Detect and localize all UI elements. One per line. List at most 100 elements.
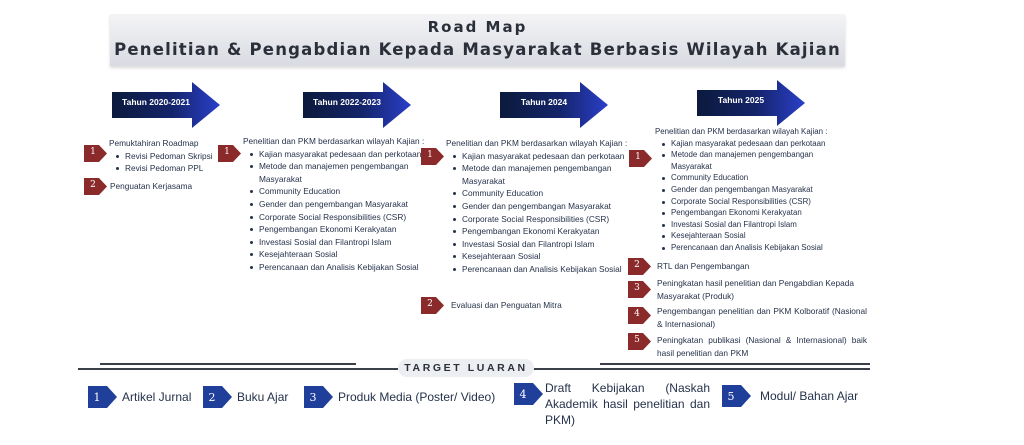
badge-red-3: 3 — [628, 281, 652, 298]
list-item: Perencanaan dan Analisis Kebijakan Sosia… — [250, 261, 428, 274]
pentagon-arrow-icon — [84, 178, 107, 195]
output-badge-2: 2 — [203, 386, 233, 408]
badge-red-2: 2 — [628, 258, 652, 275]
pentagon-arrow-icon: 1 — [88, 386, 117, 408]
badge-red-2: 2 — [421, 297, 445, 314]
pentagon-arrow-icon — [629, 150, 652, 167]
column-extra: RTL dan Pengembangan — [657, 261, 750, 271]
divider-right — [600, 363, 870, 365]
title-banner — [110, 14, 845, 66]
pentagon-arrow-icon — [421, 297, 444, 314]
badge-red-1: 1 — [421, 148, 445, 165]
divider-left — [100, 363, 356, 365]
pentagon-arrow-icon — [628, 281, 651, 298]
column-extra: Penguatan Kerjasama — [110, 181, 193, 191]
year-label: Tahun 2025 — [717, 95, 765, 105]
list-item: Gender dan pengembangan Masyarakat — [453, 200, 636, 213]
list-item: Corporate Social Responsibilities (CSR) — [250, 211, 428, 224]
pentagon-arrow-icon — [84, 145, 107, 162]
svg-text:4: 4 — [520, 388, 527, 401]
output-badge-5: 5 — [722, 385, 752, 407]
year-label: Tahun 2024 — [520, 97, 568, 107]
page-subtitle: Penelitian & Pengabdian Kepada Masyaraka… — [114, 40, 841, 59]
divider-left-2 — [78, 368, 398, 370]
list-item: Perencanaan dan Analisis Kebijakan Sosia… — [662, 242, 855, 254]
pentagon-arrow-icon: 2 — [203, 386, 232, 408]
column-intro: Penelitian dan PKM berdasarkan wilayah K… — [655, 127, 828, 136]
list-item: Kesejahteraan Sosial — [662, 230, 855, 242]
pentagon-arrow-icon — [628, 333, 651, 350]
list-item: Revisi Pedoman PPL — [116, 162, 229, 175]
arrow-right-icon — [112, 82, 220, 128]
badge-red-4: 4 — [628, 307, 652, 324]
list-item: Metode dan manajemen pengembangan Masyar… — [250, 160, 428, 185]
target-luaran-label: TARGET LUARAN — [398, 359, 534, 377]
pentagon-arrow-icon — [421, 148, 444, 165]
pentagon-arrow-icon — [628, 258, 651, 275]
list-item: Kajian masyarakat pedesaan dan perkotaan — [453, 150, 636, 163]
year-arrow-1: Tahun 2020-2021 — [112, 82, 224, 128]
column-extra: Pengembangan penelitian dan PKM Kolborat… — [657, 306, 867, 329]
list-item: Kajian masyarakat pedesaan dan perkotaan — [250, 148, 428, 161]
year-label: Tahun 2022-2023 — [313, 97, 381, 107]
year-arrow-4: Tahun 2025 — [697, 80, 809, 126]
list-item: Gender dan pengembangan Masyarakat — [662, 184, 855, 196]
arrow-right-icon — [500, 82, 608, 128]
list-item: Gender dan pengembangan Masyarakat — [250, 198, 428, 211]
pentagon-arrow-icon: 4 — [514, 383, 543, 405]
column-list: Kajian masyarakat pedesaan dan perkotaan… — [446, 150, 636, 276]
svg-text:2: 2 — [209, 391, 216, 404]
list-item: Kesejahteraan Sosial — [250, 248, 428, 261]
list-item: Perencanaan dan Analisis Kebijakan Sosia… — [453, 263, 636, 276]
badge-red-5: 5 — [628, 333, 652, 350]
output-label: Draft Kebijakan (Naskah Akademik hasil p… — [545, 381, 710, 427]
list-item: Community Education — [662, 172, 855, 184]
column-intro: Penelitian dan PKM berdasarkan wilayah K… — [243, 136, 425, 146]
output-badge-1: 1 — [88, 386, 118, 408]
list-item: Kesejahteraan Sosial — [453, 250, 636, 263]
column-list: Kajian masyarakat pedesaan dan perkotaan… — [243, 148, 428, 274]
column-extra: Evaluasi dan Penguatan Mitra — [451, 300, 562, 310]
column-list: Kajian masyarakat pedesaan dan perkotaan… — [655, 138, 855, 254]
svg-text:3: 3 — [310, 391, 317, 404]
pentagon-arrow-icon — [218, 145, 241, 162]
badge-red-1: 1 — [84, 145, 108, 162]
list-item: Community Education — [250, 185, 428, 198]
column-2024: Penelitian dan PKM berdasarkan wilayah K… — [446, 137, 636, 276]
column-2020-2021: Pemuktahiran Roadmap Revisi Pedoman Skri… — [109, 137, 229, 175]
badge-red-1: 1 — [218, 145, 242, 162]
list-item: Investasi Sosial dan Filantropi Islam — [662, 219, 855, 231]
list-item: Corporate Social Responsibilities (CSR) — [453, 213, 636, 226]
year-label: Tahun 2020-2021 — [122, 97, 190, 107]
badge-red-1: 1 — [629, 150, 653, 167]
divider-right-2 — [534, 368, 870, 370]
arrow-right-icon — [303, 82, 411, 128]
column-2022-2023: Penelitian dan PKM berdasarkan wilayah K… — [243, 135, 428, 274]
list-item: Pengembangan Ekonomi Kerakyatan — [662, 207, 855, 219]
list-item: Corporate Social Responsibilities (CSR) — [662, 196, 855, 208]
list-item: Kajian masyarakat pedesaan dan perkotaan — [662, 138, 855, 150]
list-item: Investasi Sosial dan Filantropi Islam — [250, 236, 428, 249]
output-label: Produk Media (Poster/ Video) — [338, 390, 496, 404]
badge-red-2: 2 — [84, 178, 108, 195]
column-intro: Pemuktahiran Roadmap — [109, 138, 199, 148]
year-arrow-2: Tahun 2022-2023 — [303, 82, 415, 128]
output-badge-3: 3 — [304, 386, 334, 408]
output-label: Artikel Jurnal — [122, 390, 192, 404]
arrow-right-icon — [697, 80, 805, 126]
output-label: Modul/ Bahan Ajar — [760, 389, 859, 403]
svg-text:5: 5 — [728, 390, 735, 403]
column-intro: Penelitian dan PKM berdasarkan wilayah K… — [446, 138, 628, 148]
list-item: Community Education — [453, 187, 636, 200]
list-item: Revisi Pedoman Skripsi — [116, 150, 229, 163]
list-item: Metode dan manajemen pengembangan Masyar… — [453, 162, 636, 187]
pentagon-arrow-icon: 3 — [304, 386, 333, 408]
year-arrow-3: Tahun 2024 — [500, 82, 612, 128]
column-extra: Peningkatan hasil penelitian dan Pengabd… — [657, 278, 854, 301]
list-item: Pengembangan Ekonomi Kerakyatan — [250, 223, 428, 236]
svg-text:1: 1 — [94, 391, 101, 404]
pentagon-arrow-icon — [628, 307, 651, 324]
page-title: Road Map — [427, 18, 528, 36]
output-label: Buku Ajar — [237, 390, 289, 404]
column-list: Revisi Pedoman Skripsi Revisi Pedoman PP… — [109, 150, 229, 175]
